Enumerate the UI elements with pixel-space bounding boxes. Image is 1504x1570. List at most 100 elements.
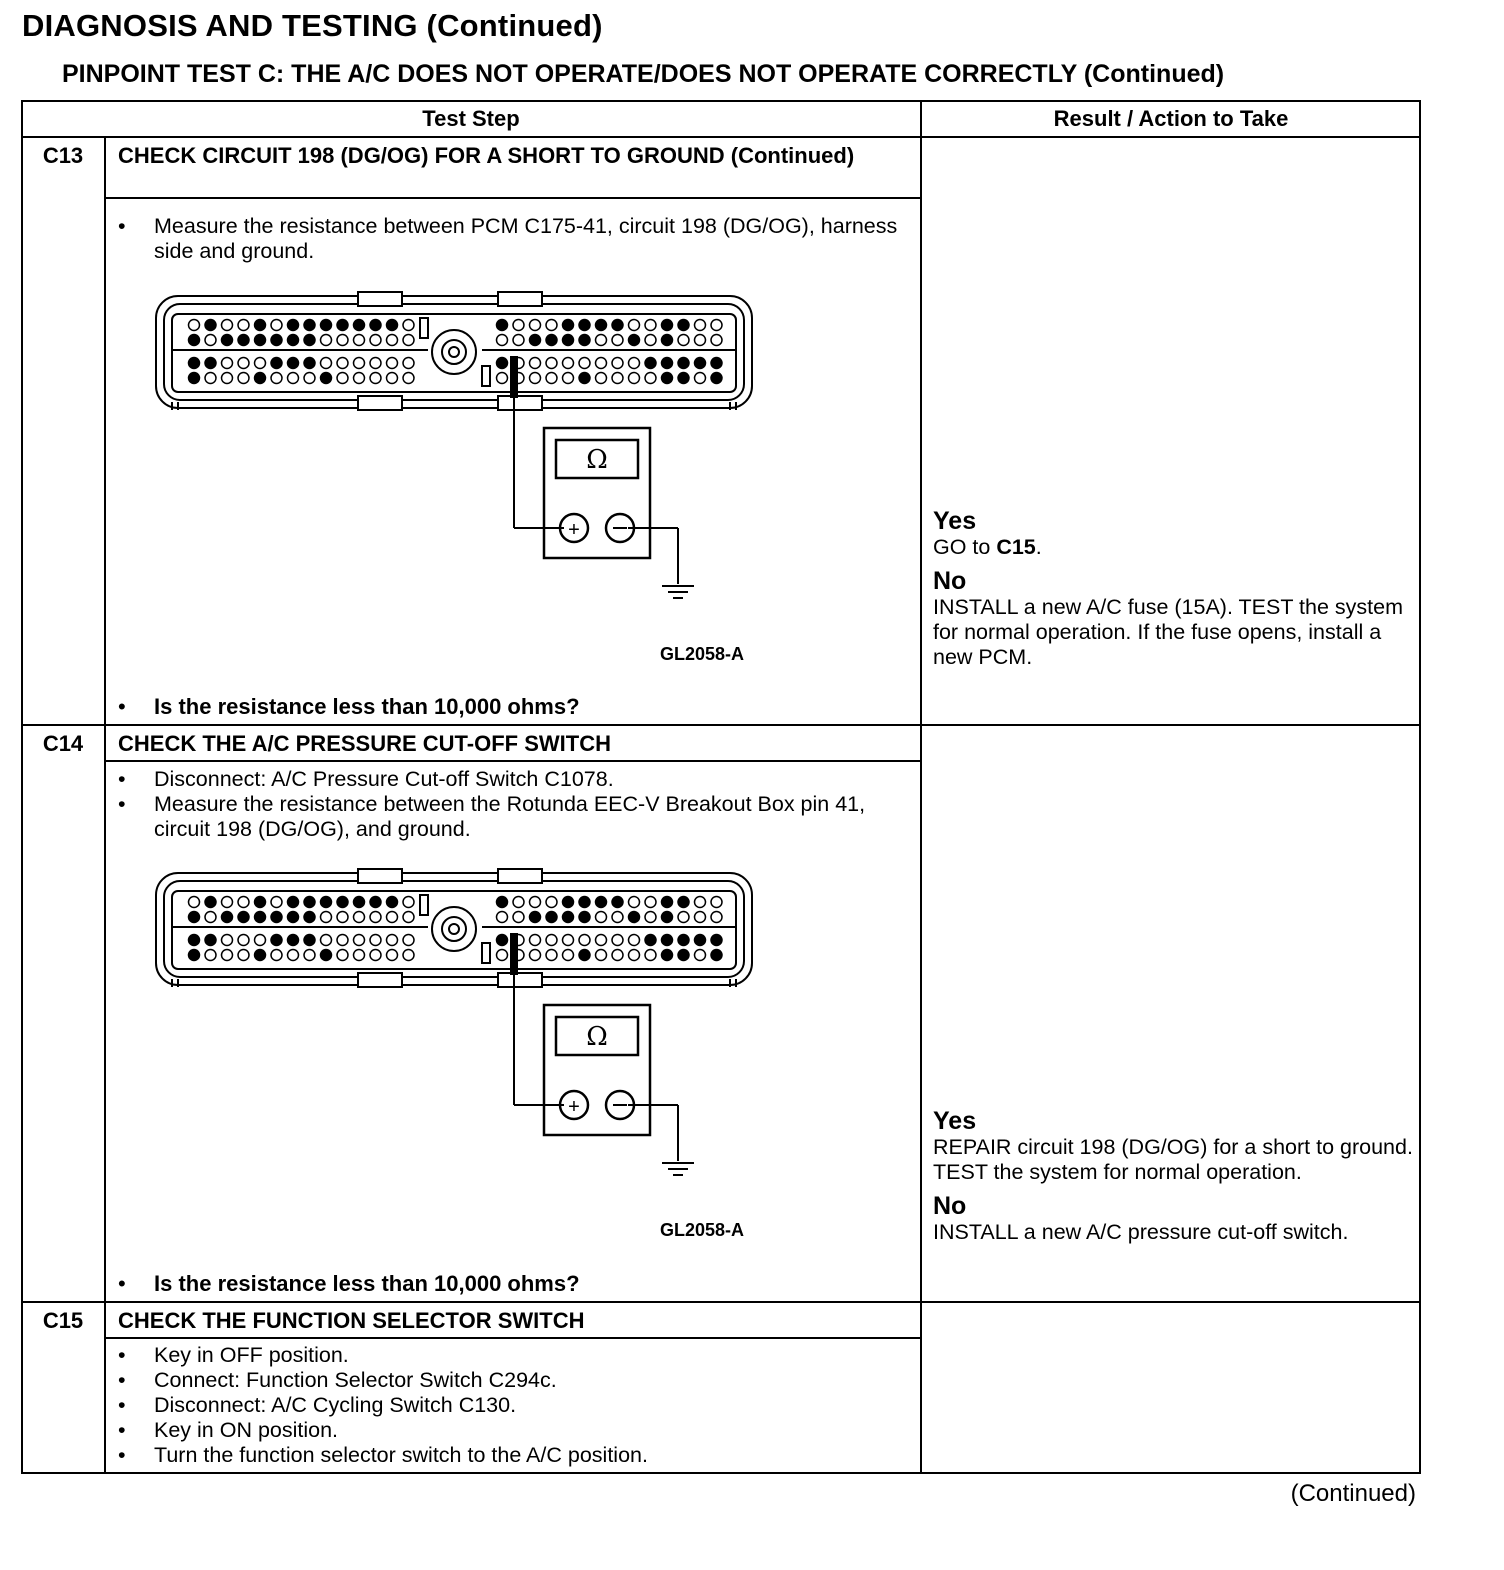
no-label: No: [933, 1192, 967, 1220]
connector-pin: [402, 371, 415, 385]
result-c14: Yes REPAIR circuit 198 (DG/OG) for a sho…: [933, 1108, 1413, 1245]
connector-pin: [627, 371, 641, 385]
yes-label: Yes: [933, 507, 977, 535]
test-table: [21, 100, 1421, 1474]
connector-pin: [710, 318, 723, 332]
connector-pin: [352, 933, 366, 947]
connector-pin: [369, 318, 382, 332]
connector-pin: [611, 371, 624, 385]
connector-pin: [594, 948, 608, 962]
connector-pin: [237, 371, 250, 385]
connector-pin: [369, 933, 382, 947]
list-item: Measure the resistance between PCM C175-…: [118, 214, 898, 264]
step-bullets-c14: Disconnect: A/C Pressure Cut-off Switch …: [118, 767, 898, 842]
connector-pin: [644, 948, 657, 962]
list-item: Measure the resistance between the Rotun…: [118, 792, 898, 842]
connector-pin: [369, 910, 382, 924]
yes-action: GO to C15.: [933, 535, 1042, 559]
connector-pin: [303, 933, 316, 947]
connector-pin: [319, 933, 333, 947]
connector-pin: [204, 910, 217, 924]
connector-pin: [561, 933, 575, 947]
c13-row-divider: [21, 724, 1421, 726]
connector-pin: [253, 910, 267, 924]
connector-pin: [710, 333, 723, 347]
probe-tip: [510, 356, 518, 398]
connector-pin: [369, 356, 382, 370]
connector-pin: [611, 318, 624, 332]
connector-pin: [187, 318, 201, 332]
connector-pin: [578, 910, 591, 924]
connector-pin: [220, 910, 234, 924]
connector-pin: [187, 356, 201, 370]
connector-pin: [402, 895, 415, 909]
connector-pin: [253, 371, 267, 385]
connector-pin: [660, 371, 674, 385]
connector-pin: [270, 356, 283, 370]
step-bullets-c13: Measure the resistance between PCM C175-…: [118, 214, 898, 264]
page-title: DIAGNOSIS AND TESTING (Continued): [22, 8, 603, 43]
list-item: Turn the function selector switch to the…: [118, 1443, 898, 1468]
connector-pin: [677, 318, 690, 332]
connector-pin: [253, 933, 267, 947]
connector-pin: [286, 356, 300, 370]
connector-pin: [286, 333, 300, 347]
connector-pin: [385, 356, 399, 370]
connector-pin: [660, 948, 674, 962]
connector-pin: [561, 910, 575, 924]
connector-pin: [710, 895, 723, 909]
question-c13: •Is the resistance less than 10,000 ohms…: [118, 694, 580, 719]
connector-pin: [303, 356, 316, 370]
connector-pin: [495, 933, 509, 947]
connector-pin: [545, 948, 558, 962]
connector-pin: [220, 356, 234, 370]
connector-pin: [204, 933, 217, 947]
connector-pin: [319, 318, 333, 332]
connector-pin: [693, 356, 707, 370]
connector-pin: [545, 371, 558, 385]
connector-pin: [319, 910, 333, 924]
connector-pin: [270, 371, 283, 385]
connector-pin: [319, 371, 333, 385]
connector-pin: [627, 895, 641, 909]
connector-pin: [677, 948, 690, 962]
connector-pin: [253, 948, 267, 962]
connector-pin: [352, 356, 366, 370]
connector-pin: [660, 318, 674, 332]
connector-pin: [710, 948, 723, 962]
connector-pin: [385, 895, 399, 909]
connector-pin: [385, 910, 399, 924]
connector-pin: [545, 933, 558, 947]
connector-pin: [187, 895, 201, 909]
connector-pin: [270, 318, 283, 332]
connector-pin: [402, 356, 415, 370]
connector-pin: [495, 371, 509, 385]
connector-pin: [561, 333, 575, 347]
connector-pin: [644, 910, 657, 924]
step-title-c15: CHECK THE FUNCTION SELECTOR SWITCH: [118, 1308, 585, 1333]
connector-pin: [336, 356, 349, 370]
connector-pin: [187, 333, 201, 347]
connector-pin: [303, 948, 316, 962]
connector-pin: [237, 895, 250, 909]
connector-pin: [402, 318, 415, 332]
connector-pin: [677, 333, 690, 347]
connector-pin: [286, 910, 300, 924]
ohm-symbol: Ω: [586, 445, 608, 475]
connector-pin: [578, 356, 591, 370]
connector-pin: [495, 318, 509, 332]
connector-pin: [286, 371, 300, 385]
connector-pin: [303, 318, 316, 332]
connector-pin: [220, 948, 234, 962]
question-c14: •Is the resistance less than 10,000 ohms…: [118, 1271, 580, 1296]
connector-pin: [270, 333, 283, 347]
connector-pin: [336, 910, 349, 924]
result-c13: Yes GO to C15. No INSTALL a new A/C fuse…: [933, 508, 1413, 670]
connector-pin: [495, 948, 509, 962]
connector-pin: [578, 948, 591, 962]
connector-pin: [594, 910, 608, 924]
connector-pin: [220, 933, 234, 947]
connector-pin: [627, 333, 641, 347]
connector-pin: [545, 356, 558, 370]
connector-pin: [253, 895, 267, 909]
